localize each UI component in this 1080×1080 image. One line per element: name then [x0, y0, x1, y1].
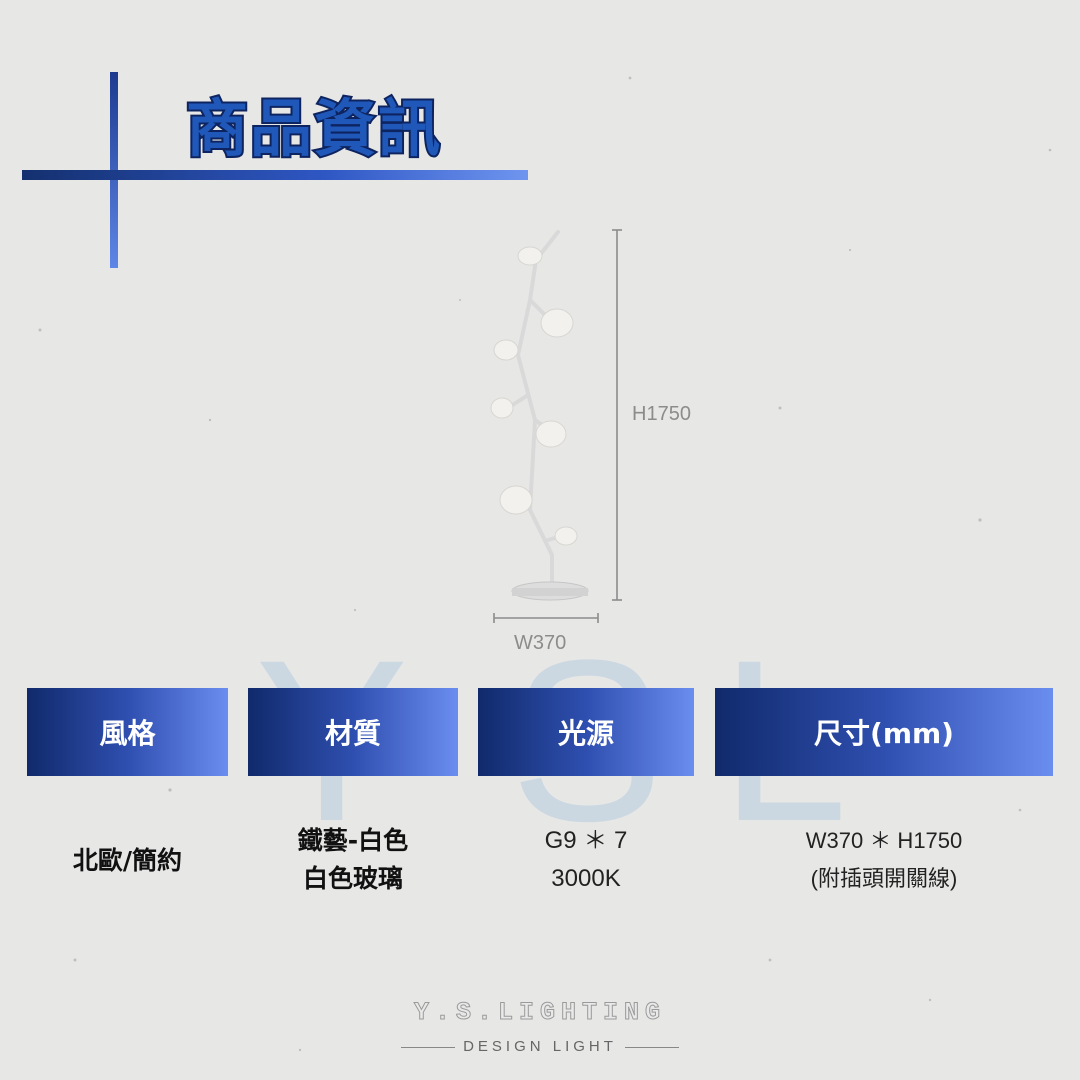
lamp-globe	[535, 420, 567, 448]
lamp-globe	[554, 526, 578, 546]
brand-tagline-text: DESIGN LIGHT	[463, 1038, 617, 1055]
brand-tagline: DESIGN LIGHT	[0, 1038, 1080, 1055]
lamp-globe	[540, 308, 574, 338]
header-material: 材質	[248, 688, 458, 776]
light-line2: 3000K	[551, 865, 621, 892]
value-material: 鐵藝-白色 白色玻璃	[248, 822, 458, 898]
value-size: W370 ＊ H1750 (附插頭開關線)	[715, 822, 1053, 898]
header-style: 風格	[27, 688, 228, 776]
value-style: 北歐/簡約	[27, 842, 228, 880]
value-light-source: G9 ＊ 7 3000K	[478, 822, 694, 898]
height-label: H1750	[632, 403, 691, 425]
page-title: 商品資訊	[184, 90, 443, 167]
lamp-globe	[499, 485, 533, 515]
title-horizontal-bar	[22, 170, 528, 180]
width-label: W370	[514, 632, 567, 654]
header-size: 尺寸(mm)	[715, 688, 1053, 776]
lamp-globe	[490, 397, 514, 419]
size-line1: W370 ＊ H1750	[805, 828, 963, 853]
brand-logo: Y.S.LIGHTING	[413, 998, 667, 1028]
lamp-globe	[517, 246, 543, 266]
light-line1: G9 ＊ 7	[544, 827, 628, 854]
lamp-globe	[493, 339, 519, 361]
material-line1: 鐵藝-白色	[297, 826, 409, 855]
header-light-source: 光源	[478, 688, 694, 776]
material-line2: 白色玻璃	[302, 864, 403, 893]
size-line2: (附插頭開關線)	[810, 866, 958, 891]
style-line1: 北歐/簡約	[72, 846, 183, 875]
